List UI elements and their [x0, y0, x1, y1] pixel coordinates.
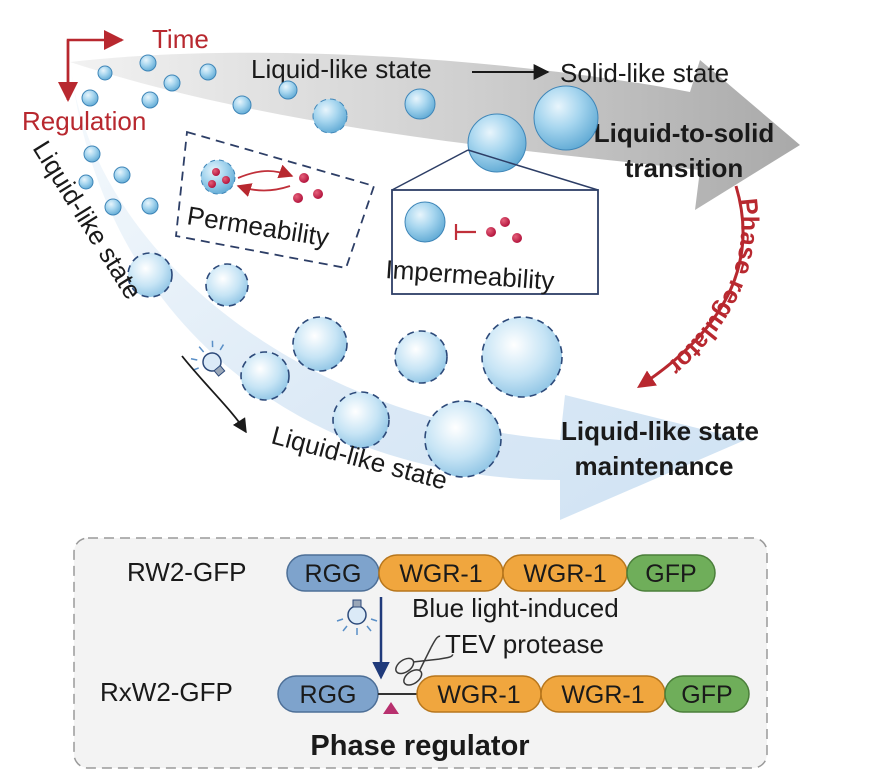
rxw2-segment-gfp-label: GFP	[681, 681, 732, 709]
permeability-label: Permeability	[185, 200, 331, 252]
light-to-liquid-arrow	[181, 355, 247, 434]
rw2-segment-wgr1a-label: WGR-1	[399, 560, 482, 588]
light-bulb-icon	[336, 599, 378, 635]
rw2-construct-bar	[286, 554, 716, 592]
rw2-construct-name: RW2-GFP	[127, 557, 246, 587]
left-droplets	[78, 145, 159, 216]
rw2-segment-rgg-label: RGG	[305, 560, 362, 588]
time-regulation-axes	[58, 30, 124, 102]
rxw2-construct-bar	[277, 675, 750, 713]
light-bulb-icon	[190, 340, 226, 377]
rw2-segment-gfp-shape	[626, 554, 716, 592]
phase-regulator-arrow	[636, 185, 745, 388]
impermeability-inset	[391, 149, 599, 295]
rxw2-segment-gfp-shape	[664, 675, 750, 713]
phase-regulator-arrow-label: Phase regulator	[663, 197, 764, 381]
liquid-like-state-top-label: Liquid-like state	[251, 54, 432, 84]
regulation-label: Regulation	[22, 106, 146, 136]
liquid-to-solid-arrow	[70, 52, 800, 210]
solid-like-state-label: Solid-like state	[560, 58, 729, 88]
liquid-maintenance-arrow	[70, 62, 745, 520]
time-label: Time	[152, 24, 209, 54]
cleavage-site-icon	[383, 702, 399, 714]
rw2-segment-wgr1b-label: WGR-1	[523, 560, 606, 588]
rxw2-segment-wgr1a-label: WGR-1	[437, 681, 520, 709]
rxw2-segment-rgg-label: RGG	[300, 681, 357, 709]
process-label-line2: TEV protease	[445, 629, 604, 659]
maintenance-label-line1: Liquid-like state	[561, 416, 759, 446]
scissors-icon	[395, 635, 454, 686]
panel-title: Phase regulator	[310, 730, 529, 762]
process-label-line1: Blue light-induced	[412, 593, 619, 623]
maintenance-label-line2: maintenance	[575, 451, 734, 481]
transition-label-line1: Liquid-to-solid	[594, 118, 775, 148]
permeability-inset	[175, 130, 376, 270]
rxw2-construct-name: RxW2-GFP	[100, 677, 233, 707]
rw2-segment-gfp-label: GFP	[645, 560, 696, 588]
top-droplets	[81, 54, 599, 173]
rxw2-segment-wgr1b-label: WGR-1	[561, 681, 644, 709]
regulated-droplets	[127, 252, 563, 478]
transition-label-line2: transition	[625, 153, 743, 183]
